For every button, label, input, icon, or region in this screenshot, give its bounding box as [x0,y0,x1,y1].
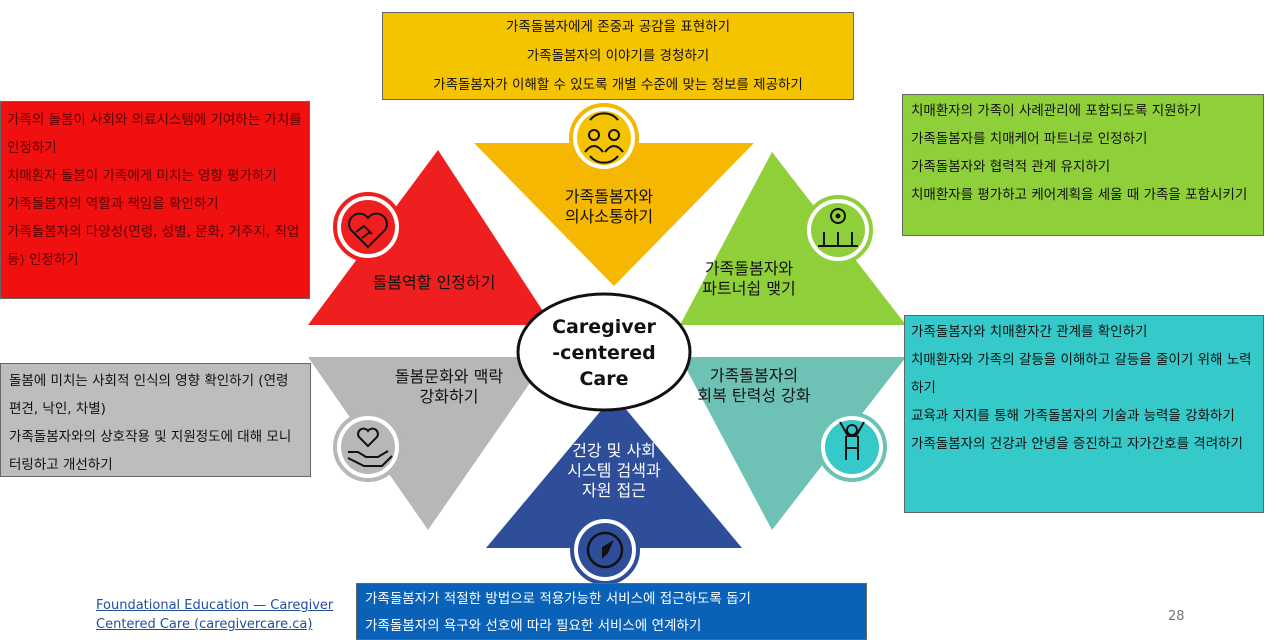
segment-resilience [680,357,906,530]
segment-partnership [680,152,906,325]
superhero-icon [817,412,887,482]
communication-detail-box: 가족돌봄자에게 존중과 공감을 표현하기 가족돌봄자의 이야기를 경청하기 가족… [382,12,854,100]
detail-line: 가족돌봄자에게 존중과 공감을 표현하기 [505,19,730,35]
detail-line: 치매환자 돌봄이 가족에게 미치는 영향 평가하기 [7,168,277,184]
detail-line: 가족돌봄자와 협력적 관계 유지하기 [911,159,1111,175]
detail-line: 가족의 돌봄이 사회와 의료시스템에 기여하는 가치를 인정하기 [7,112,302,156]
segment-system-access [486,395,742,548]
handshake-heart-icon [333,192,403,262]
detail-line: 가족돌봄자의 다양성(연령, 성별, 문화, 거주지, 직업 등) 인정하기 [7,224,300,268]
compass-icon [570,515,640,585]
detail-line: 돌봄에 미치는 사회적 인식의 영향 확인하기 (연령 편견, 낙인, 차별) [9,373,289,417]
detail-line: 치매환자를 평가하고 케어계획을 세울 때 가족을 포함시키기 [911,187,1248,203]
detail-line: 가족돌봄자의 욕구와 선호에 따라 필요한 서비스에 연계하기 [365,618,702,634]
segment-communication [474,143,754,286]
detail-line: 치매환자의 가족이 사례관리에 포함되도록 지원하기 [911,103,1202,119]
detail-line: 가족돌봄자의 이야기를 경청하기 [526,48,710,64]
detail-line: 가족돌봄자를 치매케어 파트너로 인정하기 [911,131,1148,147]
resilience-detail-box: 가족돌봄자와 치매환자간 관계를 확인하기 치매환자와 가족의 갈등을 이해하고… [904,315,1264,513]
detail-line: 가족돌봄자가 적절한 방법으로 적용가능한 서비스에 접근하도록 돕기 [365,591,751,607]
center-ellipse [516,292,692,412]
heart-hand-icon [333,412,403,482]
segment-label: 돌봄역할 인정하기 [373,273,496,292]
care-culture-detail-box: 돌봄에 미치는 사회적 인식의 영향 확인하기 (연령 편견, 낙인, 차별) … [0,363,311,477]
source-link-line2[interactable]: Centered Care (caregivercare.ca) [96,617,313,632]
detail-line: 가족돌봄자가 이해할 수 있도록 개별 수준에 맞는 정보를 제공하기 [433,77,803,93]
detail-line: 치매환자와 가족의 갈등을 이해하고 갈등을 줄이기 위해 노력하기 [911,352,1252,396]
detail-line: 가족돌봄자의 건강과 안녕을 증진하고 자가간호를 격려하기 [911,436,1243,452]
segment-care-culture [308,357,548,530]
system-access-detail-box: 가족돌봄자가 적절한 방법으로 적용가능한 서비스에 접근하도록 돕기 가족돌봄… [356,583,867,640]
page-number: 28 [1168,609,1185,624]
detail-line: 교육과 지지를 통해 가족돌봄자의 기술과 능력을 강화하기 [911,408,1235,424]
partnership-detail-box: 치매환자의 가족이 사례관리에 포함되도록 지원하기 가족돌봄자를 치매케어 파… [902,94,1264,236]
teamwork-gear-icon [803,195,873,265]
source-link-line1[interactable]: Foundational Education — Caregiver [96,598,334,613]
detail-line: 가족돌봄자의 역할과 책임을 확인하기 [7,196,219,212]
role-recognition-detail-box: 가족의 돌봄이 사회와 의료시스템에 기여하는 가치를 인정하기 치매환자 돌봄… [0,101,310,299]
detail-line: 가족돌봄자와 치매환자간 관계를 확인하기 [911,324,1148,340]
detail-line: 가족돌봄자와의 상호작용 및 지원정도에 대해 모니터링하고 개선하기 [9,429,292,473]
segment-role-recognition [308,150,552,325]
people-cycle-icon [569,103,639,173]
